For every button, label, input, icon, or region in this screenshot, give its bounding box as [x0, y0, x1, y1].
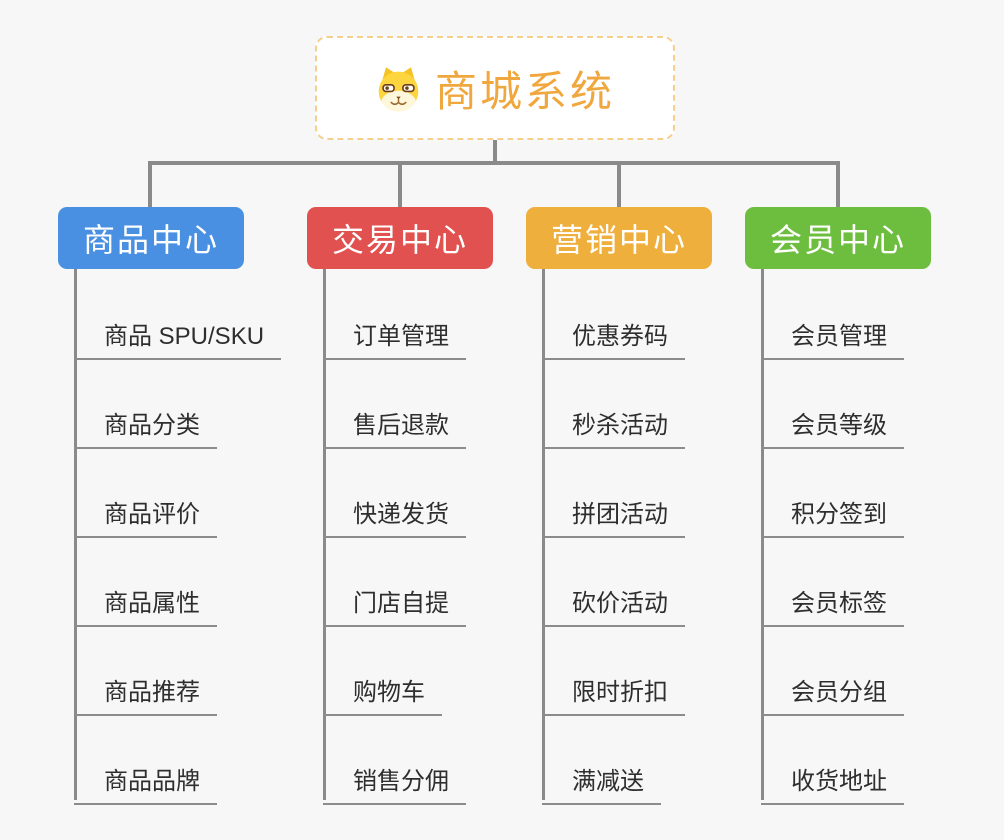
leaf-node[interactable]: 门店自提 [323, 574, 466, 627]
leaf-node[interactable]: 积分签到 [761, 485, 904, 538]
connector-drop-line [398, 161, 402, 208]
leaf-node[interactable]: 拼团活动 [542, 485, 685, 538]
leaf-node[interactable]: 会员分组 [761, 663, 904, 716]
leaf-node[interactable]: 秒杀活动 [542, 396, 685, 449]
leaf-node[interactable]: 优惠券码 [542, 307, 685, 360]
leaf-node[interactable]: 购物车 [323, 663, 442, 716]
trunk-line [74, 269, 77, 800]
branch-product-center: 商品中心 商品 SPU/SKU 商品分类 商品评价 商品属性 商品推荐 商品品牌 [58, 207, 282, 805]
trunk-line [323, 269, 326, 800]
leaf-node[interactable]: 收货地址 [761, 752, 904, 805]
branch-node-member-center[interactable]: 会员中心 [745, 207, 931, 269]
branch-node-product-center[interactable]: 商品中心 [58, 207, 244, 269]
trunk-line [542, 269, 545, 800]
trunk-line [761, 269, 764, 800]
leaf-node[interactable]: 会员标签 [761, 574, 904, 627]
branch-trade-center: 交易中心 订单管理 售后退款 快递发货 门店自提 购物车 销售分佣 [307, 207, 493, 805]
connector-drop-line [148, 161, 152, 208]
connector-root-stub [493, 139, 497, 165]
leaf-node[interactable]: 限时折扣 [542, 663, 685, 716]
leaf-node[interactable]: 售后退款 [323, 396, 466, 449]
connector-drop-line [617, 161, 621, 208]
branch-member-center: 会员中心 会员管理 会员等级 积分签到 会员标签 会员分组 收货地址 [745, 207, 931, 805]
leaf-node[interactable]: 快递发货 [323, 485, 466, 538]
branch-marketing-center: 营销中心 优惠券码 秒杀活动 拼团活动 砍价活动 限时折扣 满减送 [526, 207, 712, 805]
leaf-node[interactable]: 商品品牌 [74, 752, 217, 805]
root-node[interactable]: 商城系统 [315, 36, 675, 140]
dog-face-icon [378, 66, 419, 111]
branch-node-trade-center[interactable]: 交易中心 [307, 207, 493, 269]
leaf-node[interactable]: 砍价活动 [542, 574, 685, 627]
root-title: 商城系统 [434, 67, 615, 115]
connector-horizontal-line [148, 161, 840, 165]
leaf-node[interactable]: 商品 SPU/SKU [74, 307, 282, 360]
leaf-node[interactable]: 订单管理 [323, 307, 466, 360]
leaf-node[interactable]: 会员等级 [761, 396, 904, 449]
leaf-node[interactable]: 商品属性 [74, 574, 217, 627]
branch-node-marketing-center[interactable]: 营销中心 [526, 207, 712, 269]
leaf-node[interactable]: 商品评价 [74, 485, 217, 538]
leaf-node[interactable]: 会员管理 [761, 307, 904, 360]
leaf-node[interactable]: 销售分佣 [323, 752, 466, 805]
leaf-node[interactable]: 商品分类 [74, 396, 217, 449]
leaf-node[interactable]: 商品推荐 [74, 663, 217, 716]
leaf-node[interactable]: 满减送 [542, 752, 661, 805]
connector-drop-line [836, 161, 840, 208]
